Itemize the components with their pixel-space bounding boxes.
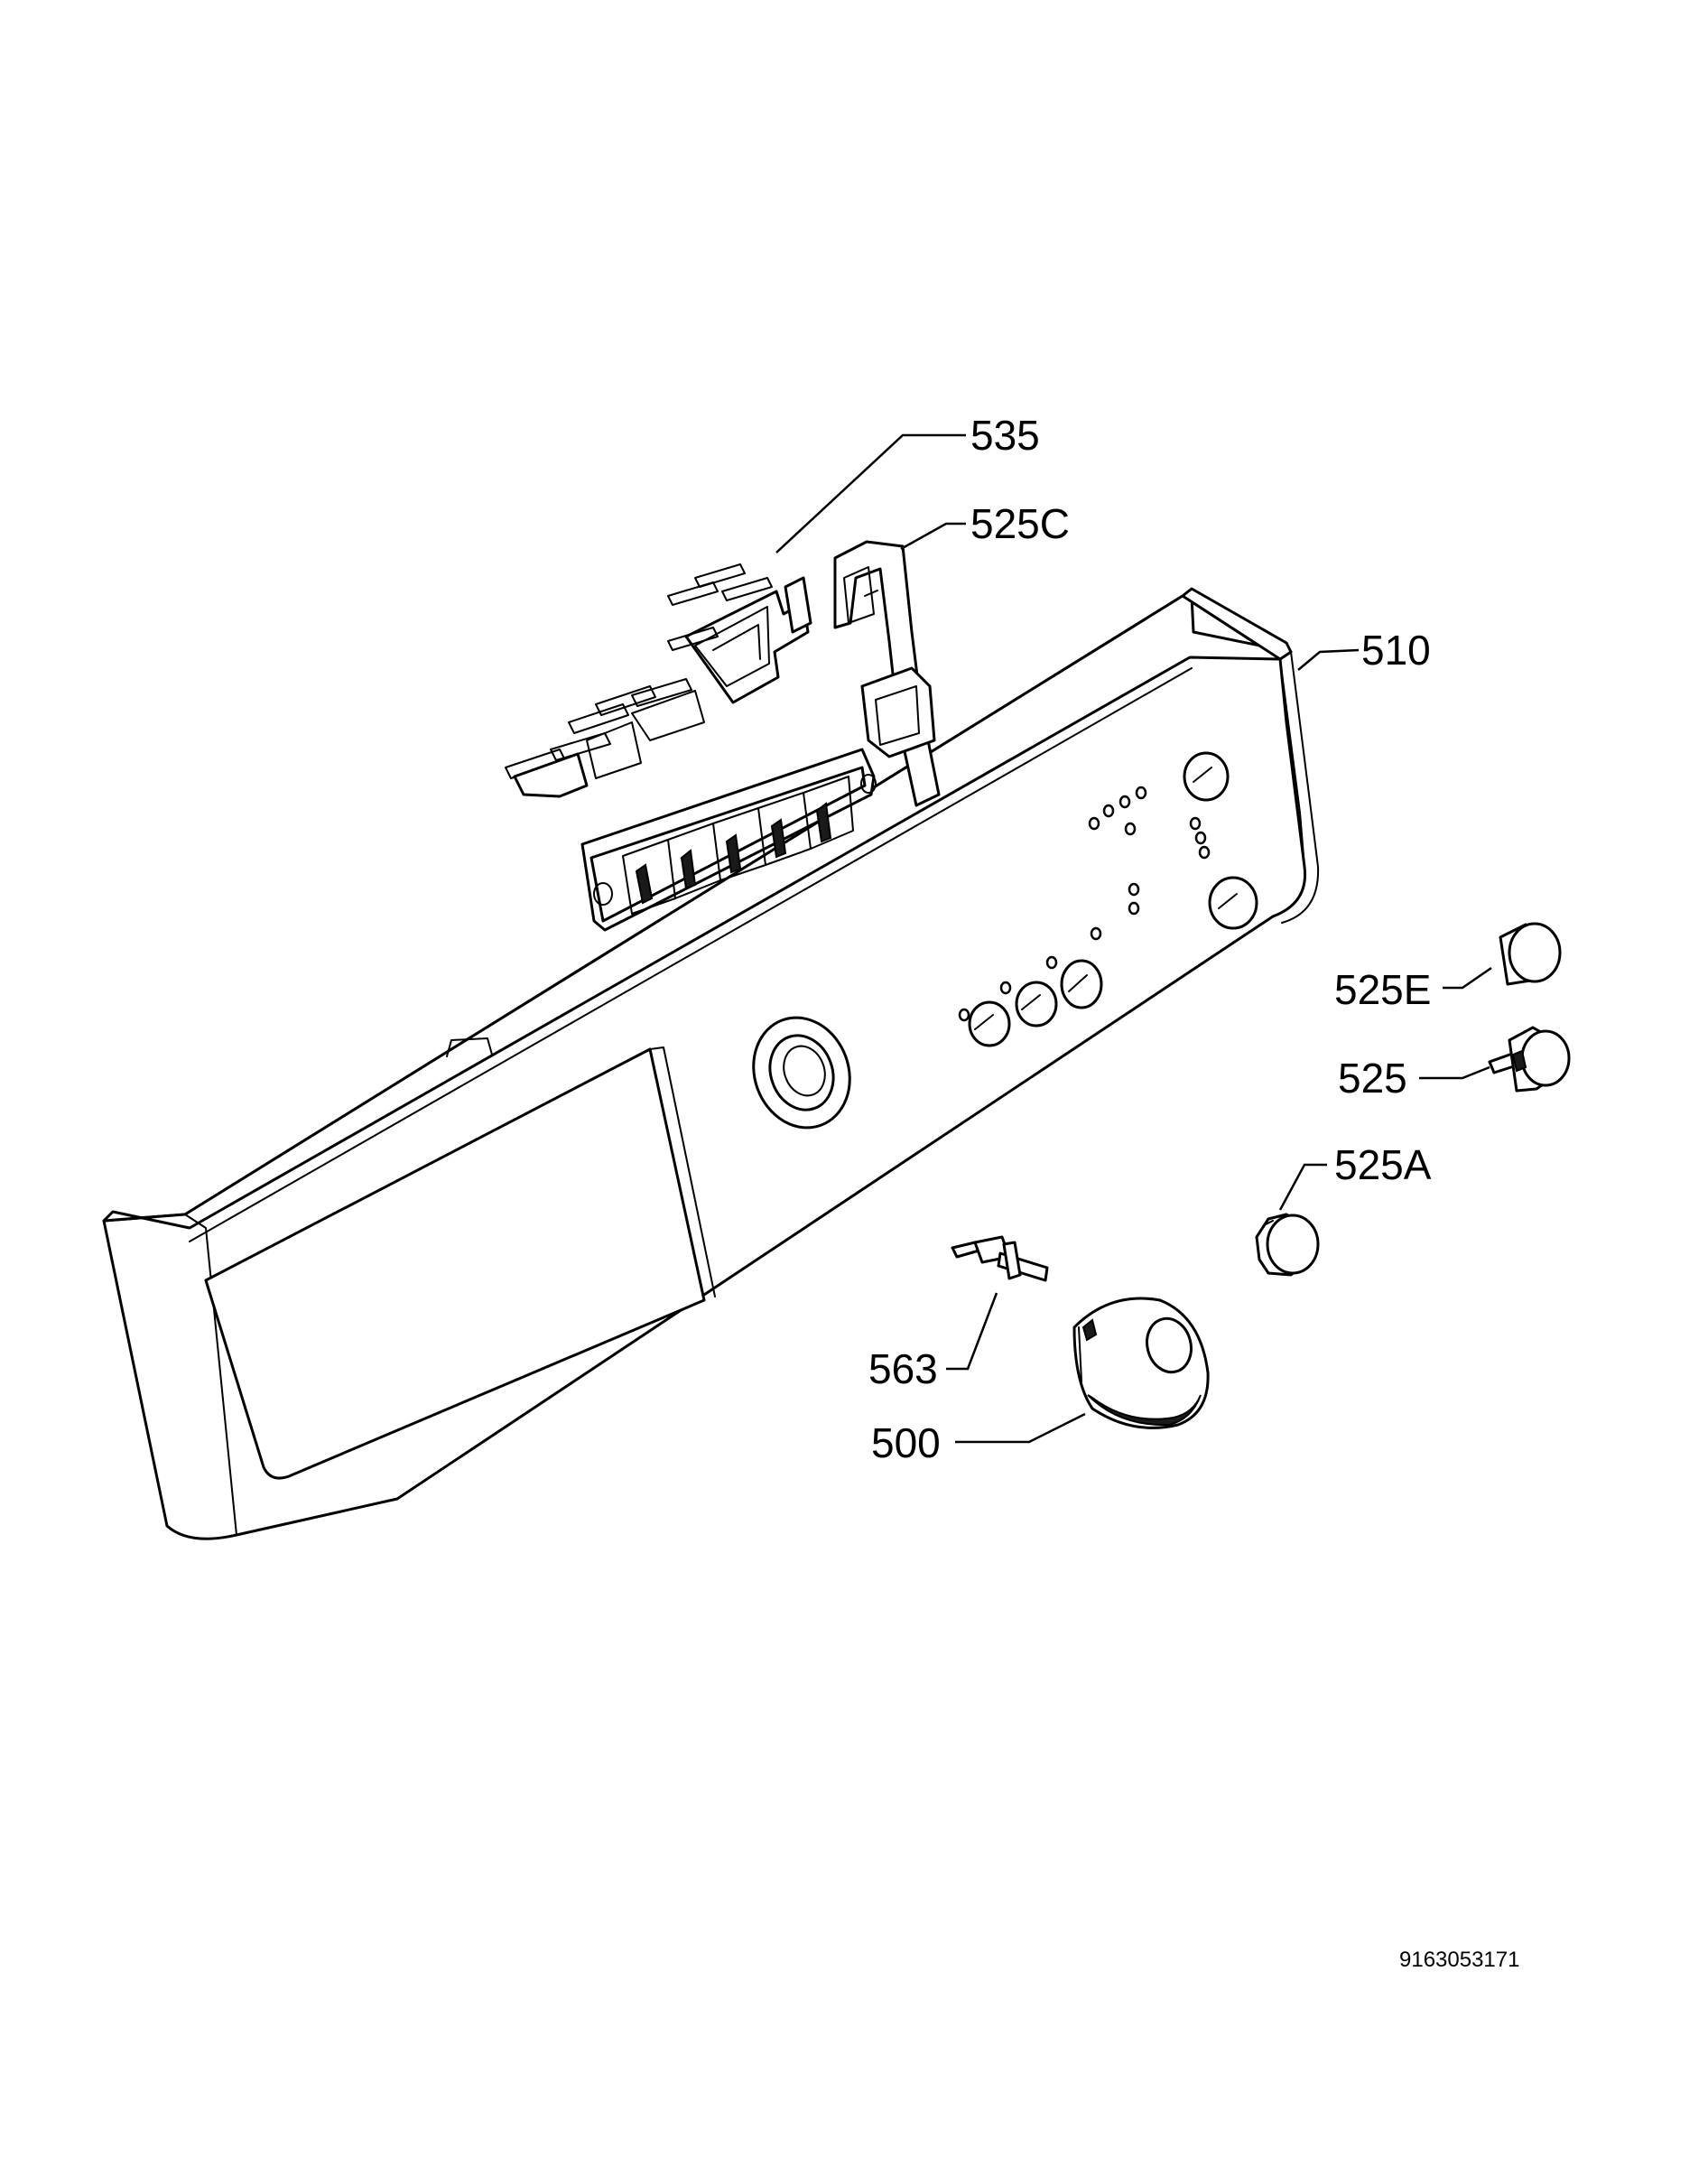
leader-563 [946,1292,998,1371]
button-525A [1255,1213,1320,1277]
control-panel-510 [102,587,1320,1540]
callout-525E: 525E [1334,966,1431,1013]
button-525 [1488,1026,1571,1093]
callout-525C: 525C [970,500,1070,547]
leader-535 [775,433,966,553]
leader-525E [1443,966,1492,990]
knob-500 [1072,1297,1210,1429]
callout-510: 510 [1361,627,1431,674]
callout-500: 500 [871,1419,941,1466]
button-525E [1499,922,1562,986]
leader-500 [955,1412,1086,1444]
leader-525A [1278,1163,1327,1211]
callout-labels: 535 525C 510 525E 525 525A 563 500 [868,412,1432,1466]
spindle-563 [951,1235,1049,1282]
callout-535: 535 [970,412,1040,459]
leader-510 [1297,648,1360,671]
leader-lines [775,433,1492,1444]
callout-525: 525 [1338,1055,1407,1102]
button-carrier-525C [580,540,941,932]
leader-525 [1419,1065,1490,1080]
document-number: 9163053171 [1399,1948,1519,1972]
leader-525C [900,522,966,551]
switch-carrier-535 [505,563,812,798]
callout-525A: 525A [1334,1141,1432,1188]
callout-563: 563 [868,1345,938,1392]
